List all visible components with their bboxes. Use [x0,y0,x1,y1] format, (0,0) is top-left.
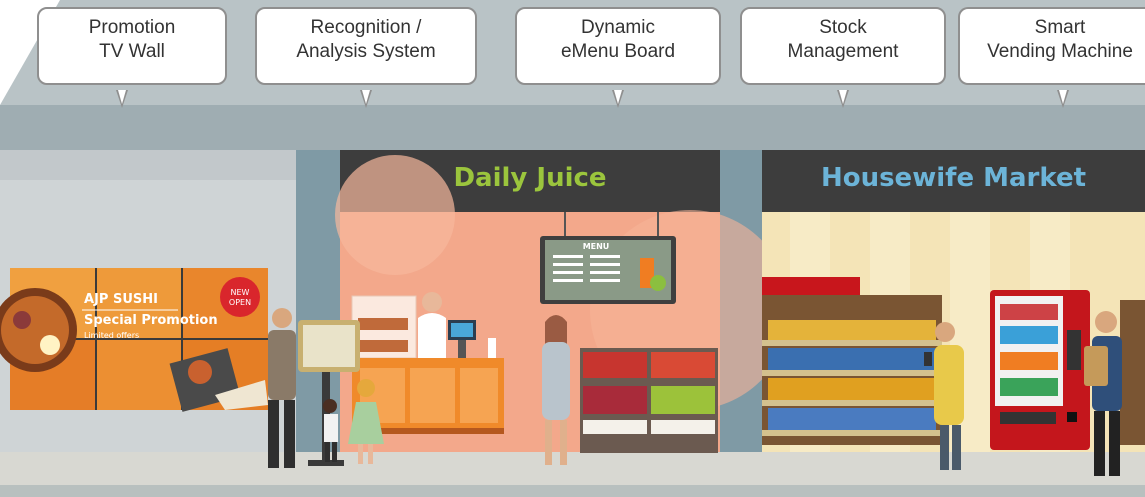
market-sign-band [762,150,1145,212]
badge-line2: OPEN [228,298,252,307]
tv-sub-text: Limited offers [84,331,140,340]
juice-deco-circle [335,155,455,275]
badge-line1: NEW [230,288,250,297]
floor-edge [0,485,1145,497]
tv-wall [0,268,268,412]
ceiling-band [0,105,1145,150]
callout-dynamic-emenu: Dynamic eMenu Board [515,7,721,108]
emenu-board [540,212,676,304]
juice-counter [351,292,504,434]
callout-line2: TV Wall [99,41,165,62]
callout-line1: Recognition / [310,17,422,38]
left-wall-top-shadow [0,150,300,180]
callout-line2: Analysis System [296,41,436,62]
fruit-stand [580,348,718,453]
callout-smart-vending: Smart Vending Machine [958,7,1145,108]
menu-label: MENU [582,242,610,251]
vending-machine [990,290,1090,450]
people [268,308,1122,476]
callout-line2: Management [787,41,899,62]
tv-headline-text: Special Promotion [84,313,218,328]
callout-promotion-tv-wall: Promotion TV Wall [37,7,227,108]
callout-line2: eMenu Board [560,41,676,62]
callout-line2: Vending Machine [987,41,1133,62]
new-open-badge [220,277,260,317]
callout-line1: Smart [1034,17,1086,38]
market-shop-title: Housewife Market [820,163,1087,193]
callout-line1: Dynamic [581,17,655,38]
callout-stock-management: Stock Management [740,7,946,108]
market-shelves [762,277,1145,445]
callout-line1: Stock [819,17,867,38]
tv-brand-text: AJP SUSHI [84,292,158,307]
juice-shop-title: Daily Juice [453,163,607,193]
callout-line1: Promotion [88,17,176,38]
callout-recognition-analysis: Recognition / Analysis System [255,7,477,108]
